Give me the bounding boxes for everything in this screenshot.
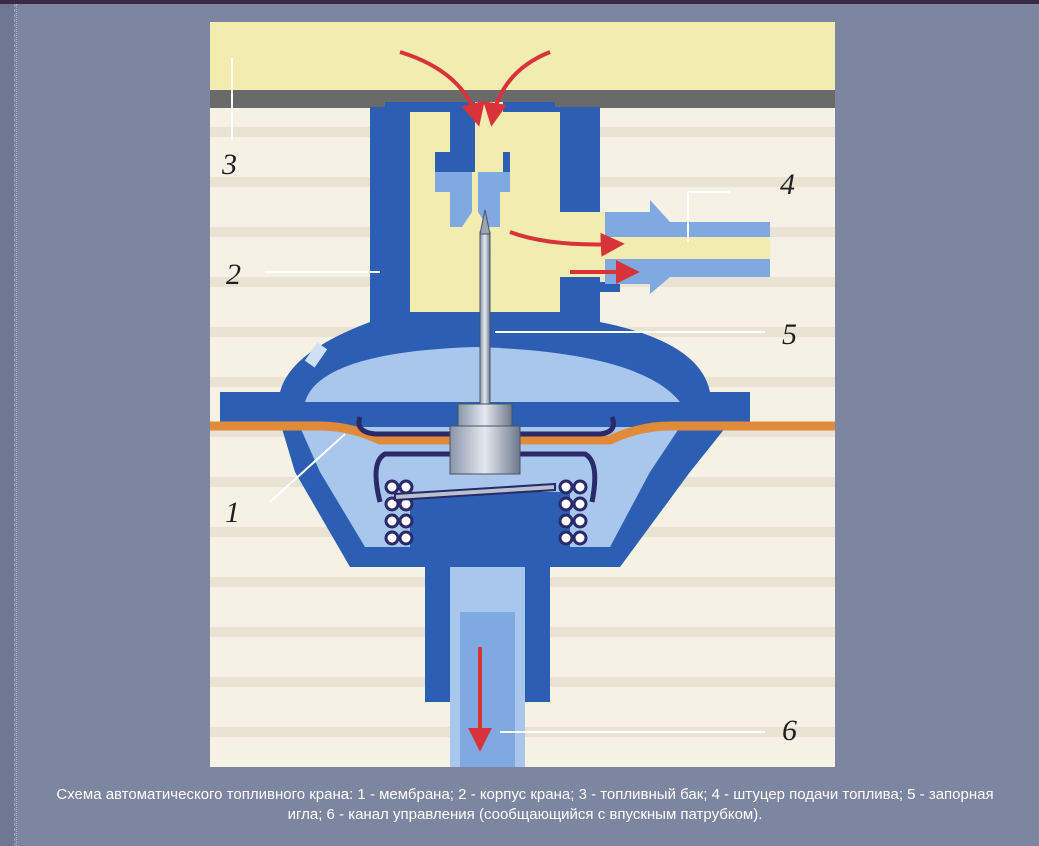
needle-hub-top bbox=[457, 403, 513, 427]
needle-seat bbox=[435, 172, 510, 227]
fuel-outlet-channel bbox=[605, 237, 770, 259]
label-5: 5 bbox=[782, 318, 797, 351]
fuel-tank-area bbox=[210, 22, 835, 102]
flow-arrow-icon bbox=[399, 50, 640, 752]
tank-wall bbox=[210, 90, 835, 108]
label-6: 6 bbox=[782, 714, 797, 747]
shutoff-needle-shaft bbox=[479, 231, 491, 413]
window-top-border bbox=[0, 0, 1039, 4]
shutoff-needle-tip bbox=[479, 209, 491, 235]
spring-right bbox=[558, 479, 588, 546]
left-margin-rail bbox=[0, 4, 15, 846]
spring-plate bbox=[394, 482, 556, 502]
needle-hub-bottom bbox=[449, 425, 521, 475]
fuel-valve-diagram: 3 2 4 5 1 6 bbox=[210, 22, 835, 767]
left-margin-dots bbox=[16, 4, 18, 846]
fuel-chamber bbox=[410, 112, 605, 312]
vent-slot bbox=[304, 342, 328, 368]
control-channel-inner bbox=[460, 612, 515, 767]
label-4: 4 bbox=[780, 168, 795, 201]
label-2: 2 bbox=[226, 258, 241, 291]
label-3: 3 bbox=[221, 148, 237, 181]
figure-caption: Схема автоматического топливного крана: … bbox=[56, 786, 994, 823]
label-1: 1 bbox=[225, 496, 240, 529]
diaphragm-chamber bbox=[305, 347, 680, 402]
leader-lines bbox=[231, 58, 765, 733]
